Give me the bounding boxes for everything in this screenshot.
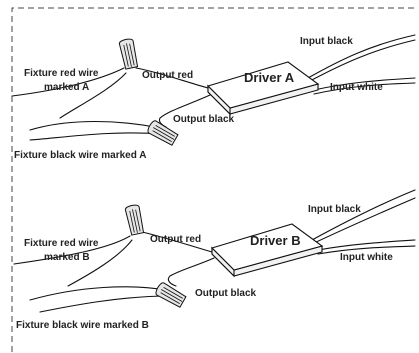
driver-b-red-wire-nut-icon — [124, 204, 145, 236]
driver-b-output-black-label: Output black — [195, 288, 257, 299]
fixture-b-red-wire — [13, 235, 131, 265]
dashed-frame — [11, 7, 415, 352]
driver-b-input-white-label: Input white — [340, 252, 393, 263]
driver-b-output-red-label: Output red — [150, 234, 201, 245]
driver-a-input-black-wire-2 — [307, 39, 416, 83]
driver-b-input-black-label: Input black — [308, 204, 361, 215]
driver-b-group: Driver B Input black Input white Output … — [13, 189, 416, 331]
driver-b-input-black-wire — [311, 189, 416, 241]
fixture-b-red-wire-2 — [67, 239, 133, 287]
driver-a-input-white-label: Input white — [330, 82, 383, 93]
fixture-b-red-label-line1: Fixture red wire — [24, 238, 99, 249]
driver-a-group: Driver A Input black Input white Output … — [11, 34, 416, 161]
driver-b-input-black-wire-2 — [311, 197, 416, 245]
driver-b-input-white-wire-2 — [317, 245, 416, 255]
driver-a-output-red-wire — [135, 67, 209, 89]
fixture-b-black-label: Fixture black wire marked B — [16, 320, 149, 331]
fixture-a-red-label-line1: Fixture red wire — [24, 68, 99, 79]
driver-b-black-wire-nut-icon — [155, 282, 187, 308]
driver-b-label: Driver B — [250, 233, 301, 248]
fixture-b-black-wire — [29, 286, 167, 301]
driver-a-red-wire-nut-icon — [118, 38, 139, 70]
driver-a-input-white-wire — [313, 77, 416, 91]
fixture-a-red-wire — [11, 67, 125, 97]
driver-a-label: Driver A — [244, 70, 295, 85]
fixture-b-black-wire-2 — [39, 295, 171, 313]
driver-a-output-red-label: Output red — [142, 70, 193, 81]
fixture-a-red-wire-2 — [59, 72, 127, 119]
driver-a-output-black-label: Output black — [173, 114, 235, 125]
driver-a-box-end — [207, 84, 231, 116]
driver-a-black-wire-nut-icon — [147, 120, 179, 146]
fixture-a-black-label: Fixture black wire marked A — [14, 150, 146, 161]
driver-b-input-white-wire — [317, 239, 416, 251]
fixture-a-red-label-line2: marked A — [44, 82, 89, 93]
fixture-a-black-wire-2 — [29, 132, 163, 141]
driver-b-output-black-wire — [167, 257, 215, 287]
driver-b-box-end — [211, 246, 235, 278]
fixture-a-black-wire — [29, 120, 161, 131]
driver-a-input-black-wire — [307, 34, 416, 79]
driver-b-output-red-wire — [141, 231, 213, 253]
driver-a-input-black-label: Input black — [300, 36, 353, 47]
fixture-b-red-label-line2: marked B — [44, 252, 90, 263]
driver-a-input-white-wire-2 — [313, 82, 416, 95]
